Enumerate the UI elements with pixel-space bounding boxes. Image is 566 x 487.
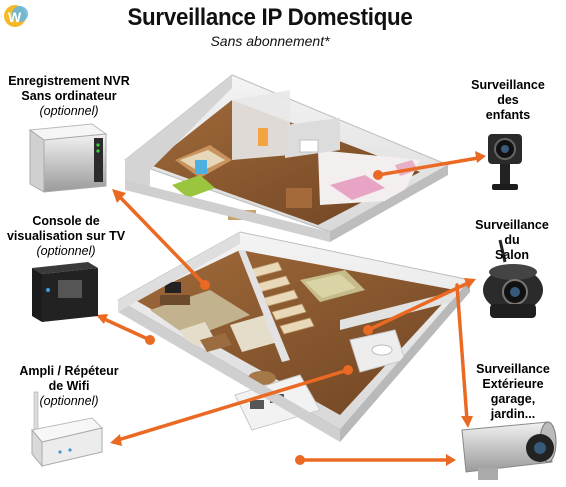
arrow-heads: [96, 151, 486, 466]
label-kids-line1: Surveillance: [471, 78, 545, 92]
label-console-optional: (optionnel): [36, 244, 96, 258]
salon-camera-device: [483, 239, 543, 318]
label-outdoor-line3: garage,: [490, 392, 536, 406]
label-wifi-line1: Ampli / Répéteur: [19, 364, 119, 378]
label-nvr-line1: Enregistrement NVR: [8, 74, 130, 88]
label-outdoor-line2: Extérieure: [482, 377, 544, 391]
label-nvr-line2: Sans ordinateur: [21, 89, 117, 103]
page-subtitle: Sans abonnement*: [210, 33, 330, 49]
outdoor-camera-device: [461, 421, 557, 480]
label-wifi-line2: de Wifi: [48, 379, 90, 393]
label-outdoor-line1: Surveillance: [476, 362, 550, 376]
label-living-line2: du: [504, 233, 520, 247]
label-wifi-optional: (optionnel): [39, 394, 99, 408]
lower-floor: [116, 231, 471, 442]
upper-floor: [123, 74, 450, 242]
label-outdoor-line4: jardin...: [490, 407, 536, 421]
label-nvr: Enregistrement NVR Sans ordinateur (opti…: [2, 74, 136, 119]
label-kids: Surveillance des enfants: [460, 78, 556, 123]
label-living-line1: Surveillance: [475, 218, 549, 232]
kids-camera-device: [488, 134, 522, 190]
page-title: Surveillance IP Domestique: [127, 4, 413, 31]
label-kids-line3: enfants: [485, 108, 531, 122]
label-console-line1: Console de: [32, 214, 100, 228]
console-device: [32, 262, 98, 322]
connection-arrows: [100, 156, 480, 462]
svg-text:W: W: [8, 9, 22, 25]
label-living-line3: Salon: [494, 248, 530, 262]
label-nvr-optional: (optionnel): [39, 104, 99, 118]
wifi-repeater-device: [31, 391, 103, 468]
site-logo: W: [4, 5, 28, 27]
label-console: Console de visualisation sur TV (optionn…: [0, 214, 132, 259]
label-console-line2: visualisation sur TV: [6, 229, 126, 243]
label-outdoor: Surveillance Extérieure garage, jardin..…: [462, 362, 564, 422]
label-living: Surveillance du Salon: [464, 218, 560, 263]
label-kids-line2: des: [497, 93, 519, 107]
label-wifi: Ampli / Répéteur de Wifi (optionnel): [10, 364, 128, 409]
nvr-device: [28, 123, 108, 193]
